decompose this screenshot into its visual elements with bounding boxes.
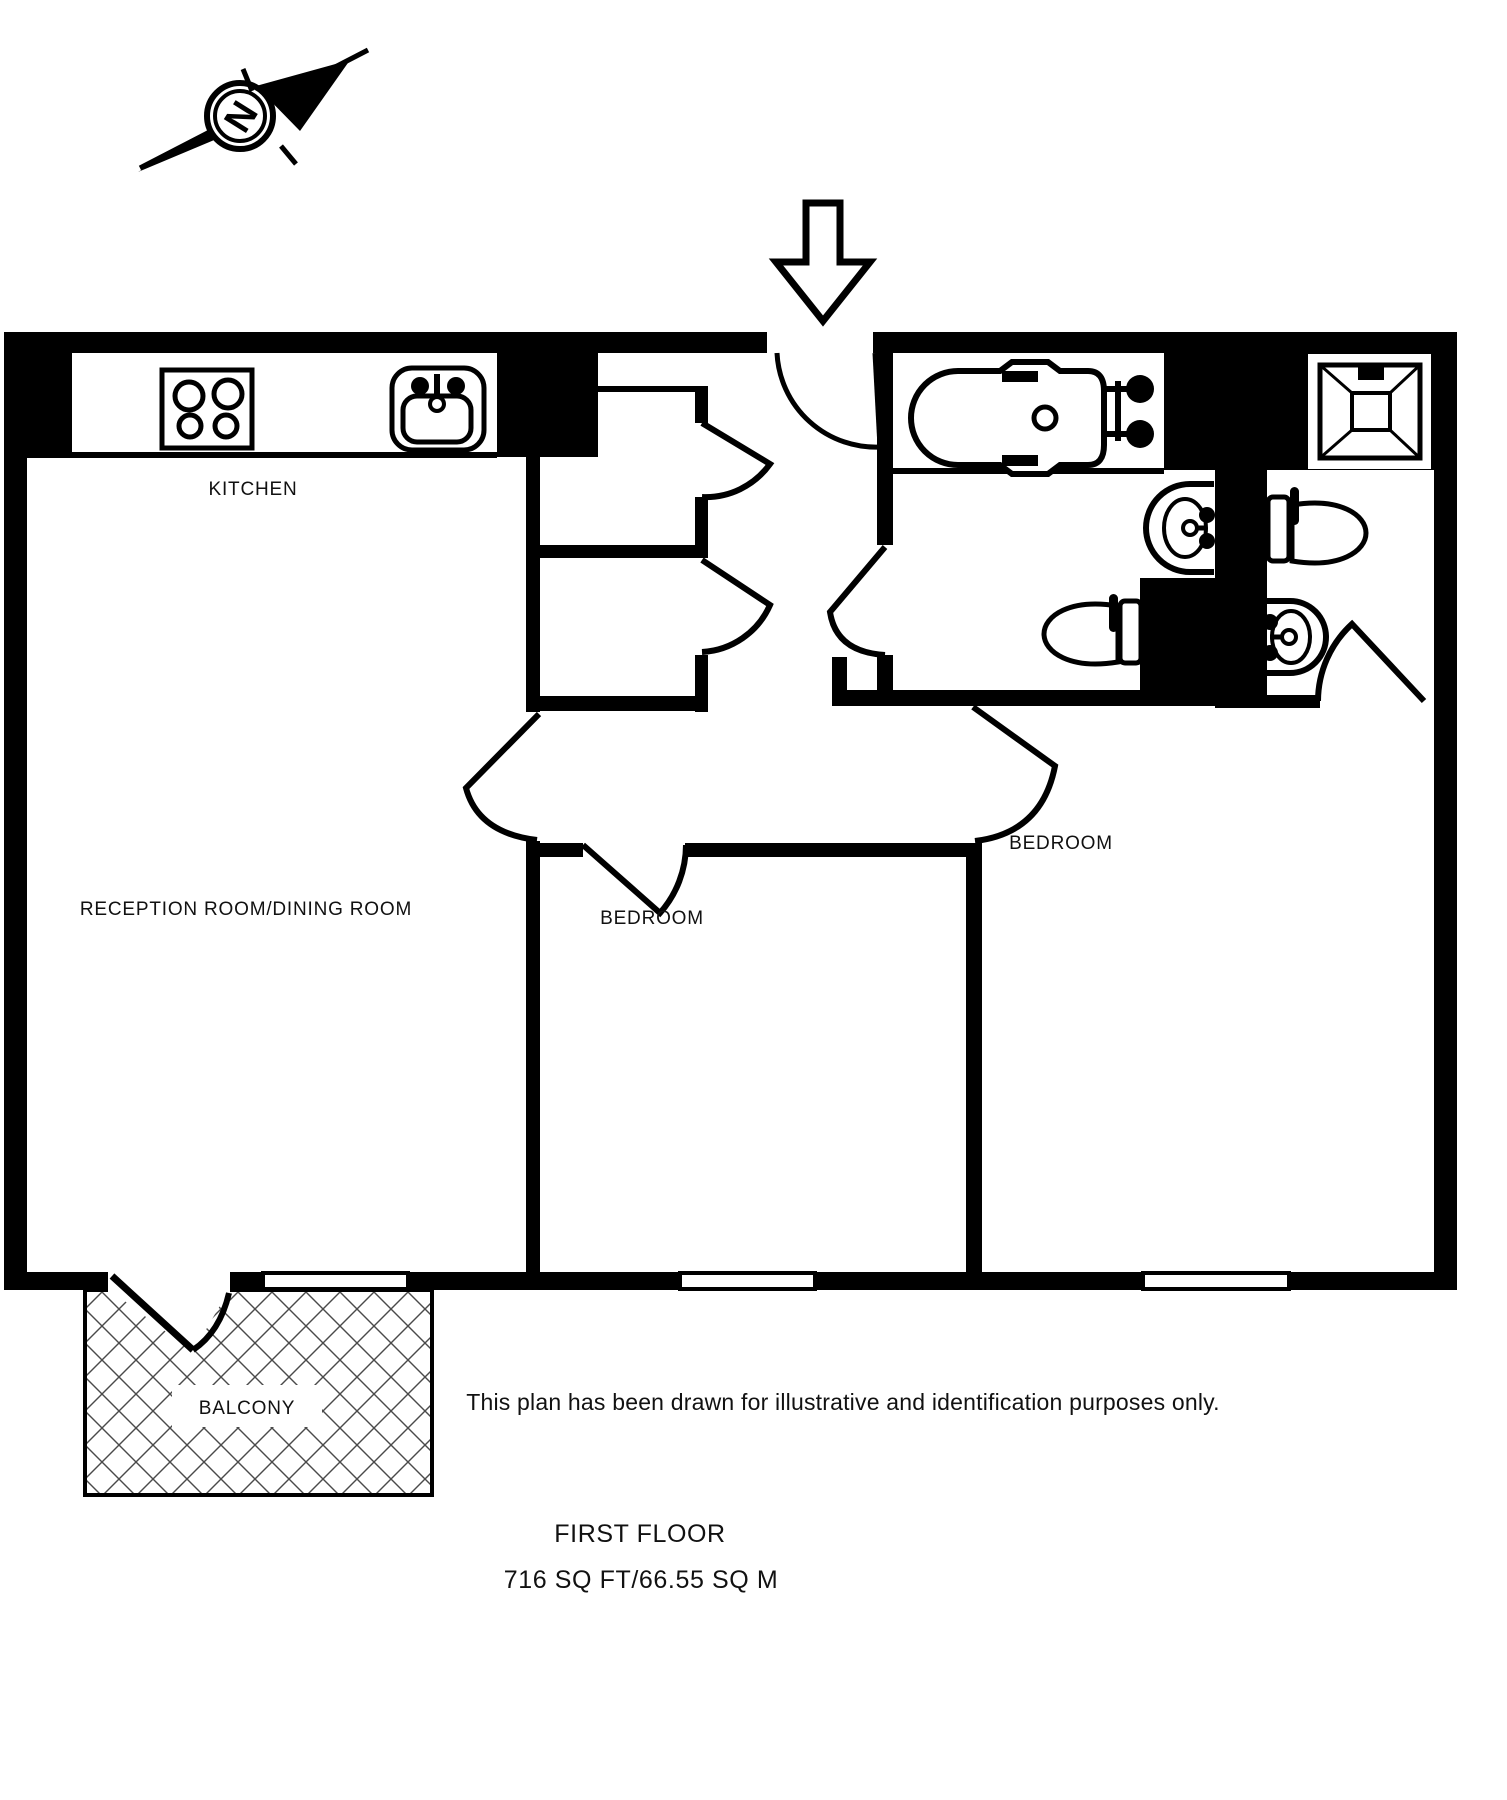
window-reception — [261, 1271, 410, 1291]
wall-top-left — [4, 332, 767, 353]
label-kitchen: KITCHEN — [209, 479, 298, 500]
doors — [462, 352, 1427, 918]
closet-upper-door-swing — [700, 420, 775, 501]
label-bedroom-middle: BEDROOM — [600, 908, 704, 929]
hob-icon — [159, 367, 255, 451]
wall-closet-right-c — [695, 655, 708, 712]
wall-bathroom-divider — [1215, 470, 1267, 708]
wall-top-right — [873, 332, 1457, 353]
balcony-label-chip — [172, 1385, 322, 1427]
bathroom2-door-swing — [1315, 619, 1427, 704]
wall-right — [1434, 332, 1457, 1290]
bedroom2-door-swing — [971, 704, 1059, 844]
wall-closet-divider — [540, 545, 698, 558]
wall-bathroom1-left-a — [877, 474, 893, 545]
label-reception: RECEPTION ROOM/DINING ROOM — [80, 899, 412, 920]
washbasin-icon-bathroom1 — [1143, 481, 1215, 575]
closet-lower-door-swing — [700, 557, 774, 655]
floor-area: 716 SQ FT/66.55 SQ M — [504, 1566, 779, 1594]
wall-bathroom1-left-b — [877, 655, 893, 695]
shower-icon — [1308, 354, 1431, 469]
label-balcony: BALCONY — [199, 1398, 295, 1419]
compass-icon: N — [138, 47, 370, 172]
wall-bathroom1-bottom — [832, 690, 1215, 706]
floor-title: FIRST FLOOR — [554, 1520, 725, 1548]
entrance-door-swing — [774, 352, 885, 450]
disclaimer-text: This plan has been drawn for illustrativ… — [466, 1389, 1220, 1415]
bathroom1-door-swing — [826, 545, 888, 658]
windows — [261, 1271, 1291, 1291]
wall-closet-left — [526, 457, 540, 712]
balcony-door-swing — [109, 1273, 232, 1353]
toilet-icon-bathroom2 — [1265, 487, 1369, 566]
wall-bathroom1-corner-block — [1140, 578, 1215, 690]
wall-vestibule-block — [497, 353, 598, 457]
wall-kitchen-left-column — [27, 353, 72, 458]
wall-closet-top-line — [598, 386, 695, 392]
window-bedroom1 — [678, 1271, 817, 1291]
compass-tick-top — [240, 68, 255, 92]
toilet-icon-bathroom1 — [1041, 594, 1144, 667]
wall-closet-right-b — [695, 497, 708, 558]
wall-reception-bedroom1-divider — [526, 841, 540, 1272]
wall-bathroom2-bottom — [1267, 695, 1320, 708]
walls — [4, 332, 1457, 1290]
compass-tick-bottom — [279, 144, 298, 166]
washbasin-icon-bathroom2 — [1262, 598, 1329, 676]
wall-left — [4, 332, 27, 1290]
window-bedroom2 — [1141, 1271, 1291, 1291]
bathtub-icon — [908, 359, 1154, 477]
kitchen-counter-edge — [72, 452, 497, 458]
balcony-area — [83, 1270, 434, 1497]
compass-inner-ring — [213, 89, 267, 143]
reception-door-swing — [462, 711, 542, 843]
balcony-door-gap — [108, 1270, 230, 1292]
wall-closet-bottom — [526, 696, 708, 711]
wall-bedroom1-top — [685, 843, 966, 857]
wall-closet-right-a — [695, 386, 708, 423]
bedroom1-door-swing — [581, 842, 689, 918]
kitchen-sink-icon — [389, 365, 487, 453]
label-bedroom-right: BEDROOM — [1009, 833, 1113, 854]
wall-bedroom1-top-stub — [540, 843, 583, 857]
compass-needle-head — [256, 60, 350, 131]
entrance-arrow-icon — [768, 199, 878, 327]
wall-bedroom-divider — [966, 843, 982, 1272]
